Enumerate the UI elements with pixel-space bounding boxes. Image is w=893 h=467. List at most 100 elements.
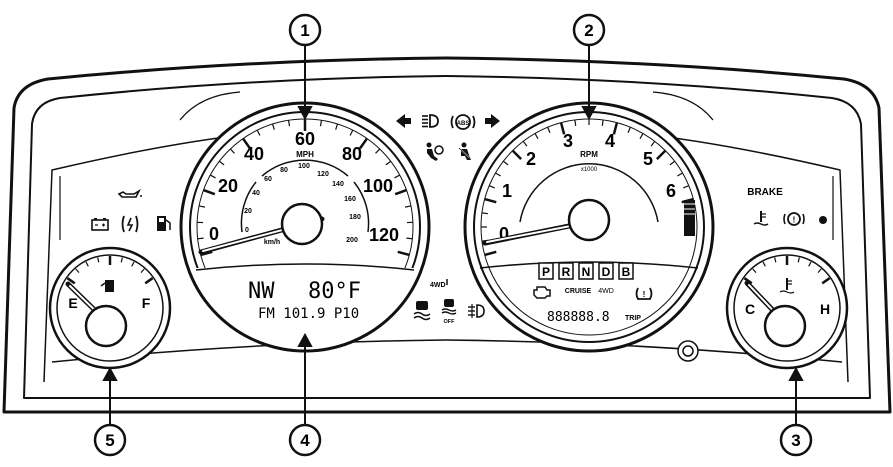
odometer-display: 888888.8 <box>547 310 610 325</box>
major-tick <box>484 250 497 257</box>
tachometer-label: 1 <box>502 181 512 201</box>
tachometer-hub <box>567 198 611 242</box>
reset-button-icon <box>677 340 699 362</box>
speedometer-mph-label: 60 <box>295 129 315 149</box>
tachometer-label: 6 <box>666 181 676 201</box>
tachometer-label: 0 <box>499 224 509 244</box>
speedometer-kmh-label: 120 <box>317 171 329 178</box>
right-turn-signal-icon <box>485 114 500 128</box>
minor-tick <box>601 119 604 126</box>
left-warning-lamps <box>91 188 171 233</box>
esc-icon <box>413 301 431 321</box>
four-wd-indicator: 4WD <box>598 288 614 295</box>
minor-tick <box>131 261 135 267</box>
minor-tick <box>85 261 89 267</box>
minor-tick <box>547 126 551 133</box>
speedometer-mph-label: 120 <box>369 225 399 245</box>
abs-warning-icon: ABS <box>450 114 476 130</box>
callout-3: 3 <box>791 431 800 450</box>
tachometer-label: 3 <box>563 131 573 151</box>
callout-4: 4 <box>300 431 310 450</box>
minor-tick <box>650 140 656 147</box>
speedometer-kmh-label: 20 <box>244 208 252 215</box>
minor-tick <box>197 237 204 240</box>
reset-button[interactable] <box>677 340 699 362</box>
trip-label: TRIP <box>625 315 641 322</box>
speedometer: 0 20 40 60 80 100 120 MPH 0 20 40 60 80 … <box>179 101 431 353</box>
electronic-throttle-icon <box>121 215 139 233</box>
gear-r: R <box>562 265 571 279</box>
minor-tick <box>774 257 777 263</box>
minor-tick <box>488 185 495 189</box>
minor-tick <box>375 148 381 154</box>
major-tick <box>359 137 368 150</box>
major-tick <box>66 277 76 285</box>
gear-indicator: P R N D B <box>538 262 634 280</box>
tachometer-label: 4 <box>605 131 615 151</box>
minor-tick <box>495 172 501 177</box>
speedometer-kmh-label: 60 <box>264 176 272 183</box>
major-tick <box>394 188 407 196</box>
minor-tick <box>229 148 235 154</box>
seatbelt-reminder-icon <box>458 142 471 160</box>
minor-tick <box>534 133 539 139</box>
major-tick <box>242 137 251 150</box>
minor-tick <box>319 120 323 127</box>
oil-pressure-icon <box>117 188 142 198</box>
major-tick <box>612 122 619 135</box>
redline-zone <box>684 200 695 236</box>
speedometer-mph-label: 40 <box>244 144 264 164</box>
minor-tick <box>817 268 822 274</box>
tachometer-unit: RPM <box>580 150 598 159</box>
callouts <box>93 13 813 457</box>
svg-text:OFF: OFF <box>444 319 456 325</box>
minor-tick <box>210 174 216 179</box>
fuel-gauge: E F <box>48 246 172 370</box>
cluster-housing <box>2 56 892 414</box>
minor-tick <box>669 160 676 166</box>
brake-system-icon: ! <box>783 212 805 226</box>
major-tick <box>511 149 523 161</box>
right-warning-lamps: BRAKE ! <box>747 187 827 226</box>
minor-tick <box>808 261 812 267</box>
temp-cold-label: C <box>745 301 755 317</box>
minor-tick <box>481 212 488 215</box>
brake-warning: BRAKE <box>747 187 783 198</box>
minor-tick <box>75 268 80 274</box>
center-warning-lamps: ABS 4WD OFF <box>396 114 500 325</box>
minor-tick <box>256 129 261 136</box>
coolant-temperature-gauge: C H <box>725 246 849 370</box>
minor-tick <box>574 119 577 126</box>
speedometer-mph-label: 80 <box>342 144 362 164</box>
left-turn-signal-icon <box>396 114 411 128</box>
esc-off-icon: OFF <box>441 299 457 325</box>
minor-tick <box>287 120 291 127</box>
minor-tick <box>762 261 766 267</box>
display-temperature: 80°F <box>308 279 361 304</box>
fuel-empty-label: E <box>68 295 77 311</box>
tachometer-label: 5 <box>643 149 653 169</box>
check-engine-icon <box>533 286 551 299</box>
tachometer: 0 1 2 3 4 5 6 RPM x1000 P R N D B <box>463 101 715 353</box>
minor-tick <box>677 172 683 177</box>
minor-tick <box>797 257 800 263</box>
minor-tick <box>120 257 123 263</box>
major-tick <box>397 250 410 257</box>
speedometer-kmh-label: 100 <box>298 163 310 170</box>
minor-tick <box>97 257 100 263</box>
svg-text:ABS: ABS <box>457 121 470 127</box>
speedometer-kmh-label: 80 <box>280 167 288 174</box>
callout-5: 5 <box>105 431 114 450</box>
temp-hot-label: H <box>820 301 830 317</box>
fuel-hub <box>84 304 128 348</box>
minor-tick <box>335 123 339 130</box>
minor-tick <box>349 129 354 136</box>
minor-tick <box>639 133 644 139</box>
speedometer-kmh-label: 140 <box>332 181 344 188</box>
minor-tick <box>140 268 145 274</box>
major-tick <box>484 197 497 204</box>
fuel-full-label: F <box>142 295 151 311</box>
svg-text:!: ! <box>643 290 646 299</box>
gear-d: D <box>602 265 611 279</box>
